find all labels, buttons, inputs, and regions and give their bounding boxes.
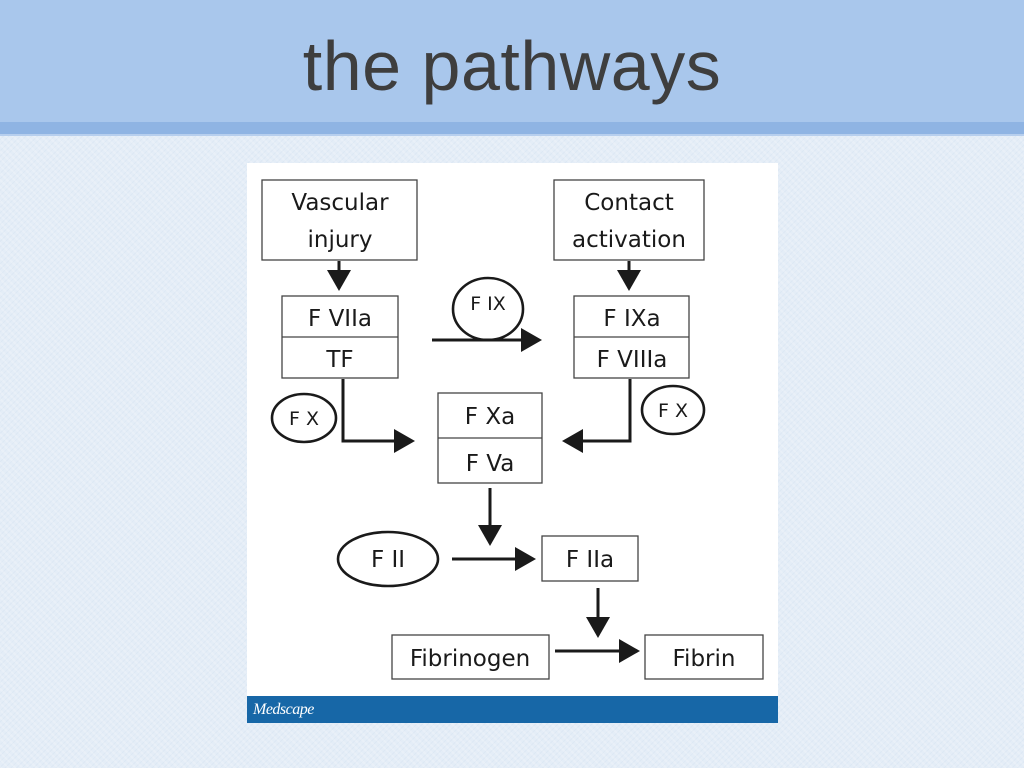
medscape-footer-bar: Medscape: [247, 696, 778, 723]
fii-circle: [336, 530, 440, 588]
fiia-box: [541, 535, 639, 582]
fibrinogen-label: Fibrinogen: [410, 646, 530, 672]
fii-label: F II: [371, 547, 405, 573]
fx-right-circle: [640, 384, 706, 436]
fiia-label: F IIa: [566, 547, 614, 573]
fibrin-box: [644, 634, 764, 680]
arrow-fviia-to-fxa: [341, 379, 415, 453]
coagulation-diagram: Vascular injury Contact activation F VII…: [247, 163, 778, 723]
vascular-injury-box: [261, 179, 418, 261]
fix-label: F IX: [470, 293, 506, 315]
contact-activation-label-line2: activation: [572, 227, 686, 253]
header-divider: [0, 122, 1024, 136]
diagram-canvas: Vascular injury Contact activation F VII…: [261, 179, 764, 680]
fibrinogen-box: [391, 634, 550, 680]
vascular-injury-label-line1: Vascular: [291, 190, 389, 216]
vascular-injury-label-line2: injury: [307, 227, 372, 253]
fx-left-label: F X: [289, 408, 319, 430]
slide-title: the pathways: [302, 27, 722, 105]
fviia-label: F VIIa: [308, 306, 372, 332]
arrow-fixa-to-fxa: [562, 379, 632, 453]
fxa-label: F Xa: [465, 404, 515, 430]
medscape-logo: Medscape: [253, 701, 314, 718]
fva-label: F Va: [466, 451, 515, 477]
fx-right-label: F X: [658, 400, 688, 422]
header-band: [0, 0, 1024, 126]
fixa-label: F IXa: [603, 306, 660, 332]
fviiia-label: F VIIIa: [597, 347, 668, 373]
fibrin-label: Fibrin: [673, 646, 736, 672]
fx-left-circle: [270, 392, 338, 444]
tf-label: TF: [325, 347, 353, 373]
contact-activation-box: [553, 179, 705, 261]
contact-activation-label-line1: Contact: [584, 190, 673, 216]
